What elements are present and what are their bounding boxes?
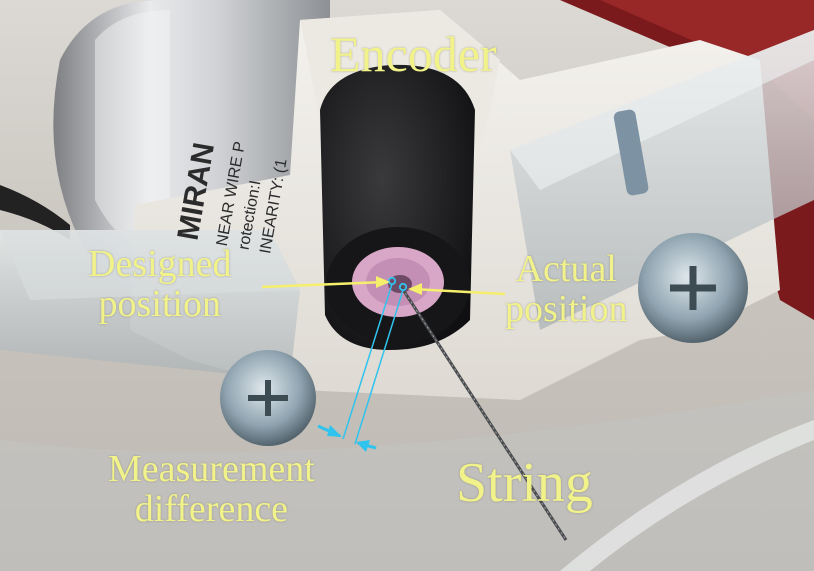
actual-position-line-1: Actual	[515, 248, 617, 290]
string-label-text: String	[456, 452, 593, 514]
actual-position-line-2: position	[505, 287, 628, 330]
designed-position-line-2: position	[98, 282, 221, 325]
measurement-difference-label: Measurement difference	[108, 448, 315, 530]
measurement-difference-line-2: difference	[134, 487, 289, 530]
encoder-label: Encoder	[330, 28, 497, 81]
designed-position-label: Designed position	[88, 243, 232, 325]
string-label: String	[456, 454, 593, 513]
encoder-label-text: Encoder	[330, 26, 497, 82]
actual-position-label: Actual position	[505, 248, 628, 330]
designed-position-line-1: Designed	[88, 243, 232, 285]
measurement-difference-line-1: Measurement	[108, 448, 315, 490]
